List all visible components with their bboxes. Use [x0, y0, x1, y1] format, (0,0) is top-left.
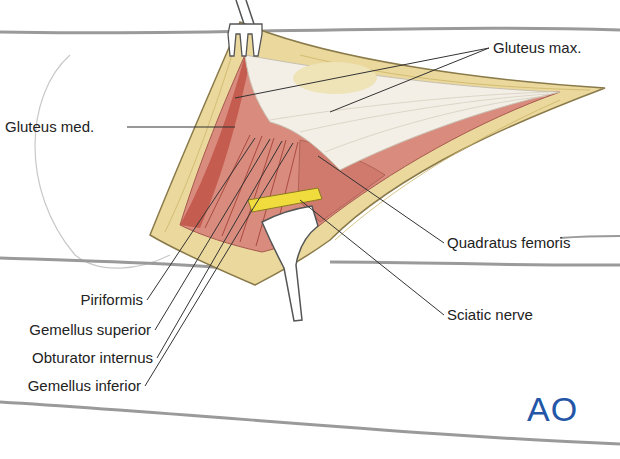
anatomy-label: Sciatic nerve	[447, 306, 533, 324]
anatomy-label: Obturator internus	[32, 349, 153, 367]
anatomy-label: Gemellus inferior	[28, 377, 141, 395]
logo-text: AO	[527, 390, 578, 428]
anatomy-label: Piriformis	[81, 291, 144, 309]
anatomy-label: Gemellus superior	[29, 321, 151, 339]
anatomy-label: Gluteus max.	[493, 39, 581, 57]
anatomy-label: Gluteus med.	[5, 118, 94, 136]
anatomy-label: Quadratus femoris	[447, 234, 570, 252]
